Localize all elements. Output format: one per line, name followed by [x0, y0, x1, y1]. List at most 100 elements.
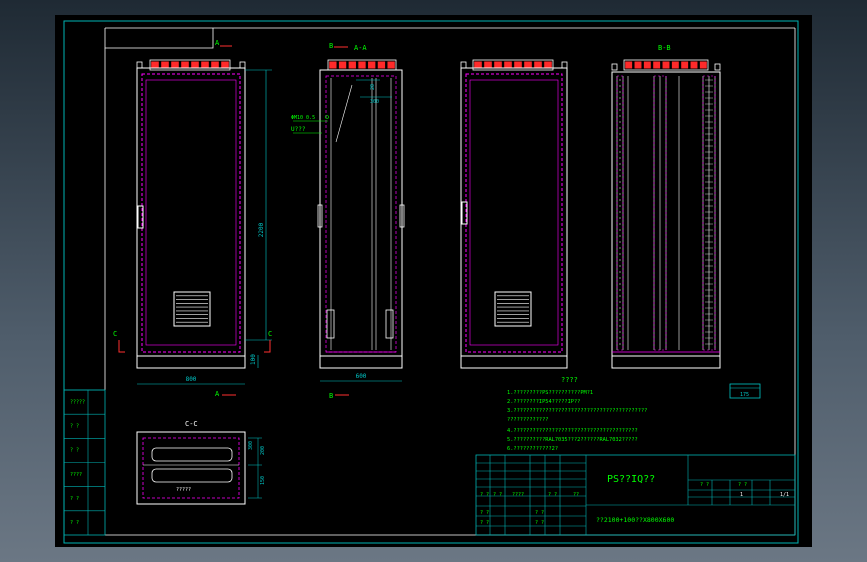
view-title-b-b: B-B — [658, 44, 671, 52]
front-view: 2200 100 800 A A C C — [113, 39, 272, 398]
terminal-block — [653, 61, 661, 69]
front-handle — [137, 205, 144, 229]
terminal-strip-rear — [472, 59, 554, 71]
dim-base: 100 — [250, 354, 257, 365]
callout-label-1: ΦM10 0.5 — [291, 115, 315, 121]
technical-notes: ???? 1.?????????PS??????????PM?1 2.?????… — [507, 376, 647, 452]
cc-callout-label: ????? — [176, 487, 191, 493]
title-block-cell: ???? — [512, 492, 524, 498]
title-block-spec: ??2100+100??X800X600 — [596, 516, 674, 524]
left-strip-label: ? ? — [70, 423, 79, 429]
terminal-block — [329, 61, 337, 69]
terminal-block — [191, 61, 199, 69]
dim-width: 800 — [186, 376, 197, 383]
terminal-block — [643, 61, 651, 69]
cc-dim-1: 200 — [260, 446, 266, 455]
left-strip-label: ? ? — [70, 448, 79, 454]
title-block-cell: ?? — [573, 492, 579, 498]
section-mark-c-right: C — [268, 330, 272, 338]
section-mark-a-bottom: A — [215, 390, 220, 398]
view-title-a-a: A-A — [354, 44, 367, 52]
terminal-block — [221, 61, 229, 69]
terminal-strip-front — [149, 59, 231, 71]
left-strip-label: ? ? — [70, 520, 79, 526]
tag-dim: 175 — [740, 392, 749, 398]
terminal-block — [484, 61, 492, 69]
outer-border — [63, 20, 799, 544]
left-side-strip: ?????? ?? ?????? ?? ? — [63, 389, 106, 536]
section-mark-b-top: B — [329, 42, 333, 50]
terminal-block — [534, 61, 542, 69]
nameplate-tag: 175 — [729, 383, 761, 399]
title-block: PS??IQ?? ??2100+100??X800X600 1 1/1 ? ??… — [475, 454, 796, 536]
front-door-panel — [141, 73, 241, 353]
notes-title: ???? — [561, 376, 578, 384]
terminal-strip-frame — [472, 59, 554, 71]
note-line-3: 3.??????????????????????????????????????… — [507, 408, 647, 414]
dim-small-2: 300 — [370, 99, 379, 105]
terminal-block — [348, 61, 356, 69]
note-line-4: ????????????? — [507, 417, 548, 423]
cc-outline — [136, 431, 246, 505]
terminal-block — [634, 61, 642, 69]
section-view-b-b: B-B — [611, 44, 721, 369]
title-block-name: PS??IQ?? — [607, 474, 655, 485]
side-base — [319, 355, 403, 369]
terminal-block — [201, 61, 209, 69]
title-block-cell: ? ? — [535, 510, 544, 516]
dim-small-1: 20 — [370, 84, 376, 90]
left-strip-label: ????? — [70, 399, 85, 405]
bb-base — [611, 355, 721, 369]
title-block-cell: ? ? — [493, 492, 502, 498]
terminal-strip-frame — [623, 59, 709, 71]
terminal-strip-side — [327, 59, 397, 71]
title-block-cell: ? ? — [548, 492, 557, 498]
section-mark-b-bottom: B — [329, 392, 333, 400]
front-vent-grille — [173, 291, 211, 327]
terminal-block — [474, 61, 482, 69]
rear-door-panel — [465, 73, 563, 353]
note-line-1: 1.?????????PS??????????PM?1 — [507, 390, 593, 396]
terminal-block — [662, 61, 670, 69]
terminal-block — [514, 61, 522, 69]
side-view-a-a: 600 20 300 ΦM10 0.5 U??? A-A B B — [291, 42, 405, 400]
title-block-cell: ? ? — [738, 482, 747, 488]
title-block-cell: ? ? — [480, 520, 489, 526]
terminal-strip-frame — [149, 59, 231, 71]
left-strip-label: ? ? — [70, 496, 79, 502]
terminal-block — [494, 61, 502, 69]
title-block-cell: ? ? — [700, 482, 709, 488]
dim-height: 2200 — [258, 222, 265, 237]
terminal-block — [671, 61, 679, 69]
terminal-block — [368, 61, 376, 69]
terminal-block — [544, 61, 552, 69]
rear-base — [460, 355, 568, 369]
front-door-inner — [145, 79, 237, 346]
terminal-block — [387, 61, 395, 69]
rear-view — [460, 59, 568, 369]
terminal-block — [681, 61, 689, 69]
drawing-sheet — [55, 15, 812, 547]
terminal-block — [151, 61, 159, 69]
note-line-6: 5.??????????RAL7035???2??????RAL7032????… — [507, 437, 638, 443]
terminal-block — [358, 61, 366, 69]
rear-handle — [461, 201, 468, 225]
rear-vent-grille — [494, 291, 532, 327]
title-block-sheet-b: 1/1 — [780, 492, 789, 498]
dim-depth: 600 — [356, 373, 367, 380]
terminal-block — [690, 61, 698, 69]
cc-dim-2: 150 — [260, 476, 266, 485]
top-left-frame — [104, 28, 214, 49]
terminal-block — [338, 61, 347, 69]
terminal-block — [181, 61, 189, 69]
section-mark-c-left: C — [113, 330, 117, 338]
terminal-block — [504, 61, 512, 69]
title-block-cell: ? ? — [480, 492, 489, 498]
note-line-7: 6.????????????2? — [507, 446, 558, 452]
note-line-5: 4.??????????????????????????????????????… — [507, 428, 638, 434]
title-block-sheet-a: 1 — [740, 492, 743, 498]
callout-label-2: U??? — [291, 126, 306, 133]
section-view-c-c: C-C ????? 200 150 300 — [136, 420, 266, 505]
terminal-block — [161, 61, 169, 69]
